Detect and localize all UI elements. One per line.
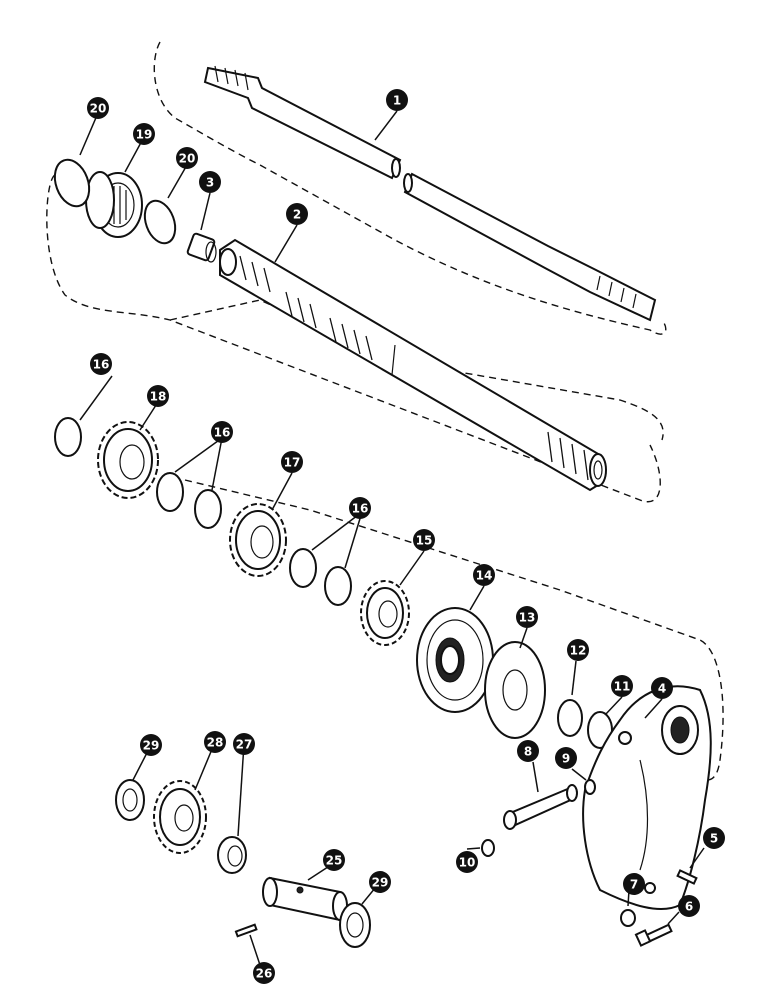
snap-ring-16-c (194, 489, 222, 529)
callout-number: 20 (90, 102, 107, 116)
callout-4: 4 (651, 677, 673, 699)
callout-number: 28 (207, 736, 224, 750)
callout-number: 7 (630, 878, 638, 892)
main-splined-shaft (219, 238, 607, 492)
callout-number: 16 (352, 502, 369, 516)
callout-8: 8 (517, 740, 539, 762)
callout-number: 18 (150, 390, 167, 404)
gear-group-outline (46, 174, 724, 781)
gear-28 (153, 780, 207, 854)
gear-17 (229, 503, 287, 577)
callout-number: 2 (293, 208, 301, 222)
needle-bearing (85, 171, 143, 238)
callout-number: 29 (143, 739, 160, 753)
callout-number: 17 (284, 456, 301, 470)
housing-cover (582, 685, 712, 911)
callout-1: 1 (386, 89, 408, 111)
callout-16: 16 (349, 497, 371, 519)
callout-7: 7 (623, 873, 645, 895)
pin-shaft (503, 784, 578, 830)
snap-ring-20-left (53, 158, 91, 208)
callout-2: 2 (286, 203, 308, 225)
callout-28: 28 (204, 731, 226, 753)
callout-number: 16 (214, 426, 231, 440)
roll-pin-5 (676, 869, 698, 885)
callout-3: 3 (199, 171, 221, 193)
gear-18 (97, 421, 159, 499)
callout-27: 27 (233, 733, 255, 755)
shaft-group-outline (153, 41, 667, 335)
callout-number: 14 (476, 569, 493, 583)
callout-number: 10 (459, 856, 476, 870)
callout-16: 16 (90, 353, 112, 375)
callout-29: 29 (369, 871, 391, 893)
callout-number: 3 (206, 176, 214, 190)
callout-number: 12 (570, 644, 587, 658)
callout-19: 19 (133, 123, 155, 145)
callout-14: 14 (473, 564, 495, 586)
callout-number: 11 (614, 680, 631, 694)
callout-number: 6 (685, 900, 693, 914)
callout-number: 16 (93, 358, 110, 372)
callout-6: 6 (678, 895, 700, 917)
snap-ring-12 (557, 699, 583, 737)
callout-number: 9 (562, 752, 570, 766)
callout-29: 29 (140, 734, 162, 756)
callout-number: 26 (256, 967, 273, 981)
output-shaft-upper (203, 65, 402, 180)
output-shaft-lower (403, 172, 657, 322)
callout-number: 20 (179, 152, 196, 166)
thrust-washer-29-lower (339, 902, 371, 948)
callout-number: 1 (393, 94, 401, 108)
snap-ring-16-e (324, 566, 352, 606)
callout-number: 8 (524, 745, 532, 759)
callout-25: 25 (323, 849, 345, 871)
callout-20: 20 (87, 97, 109, 119)
callout-number: 29 (372, 876, 389, 890)
callout-20: 20 (176, 147, 198, 169)
o-ring-10 (481, 839, 495, 857)
callout-number: 5 (710, 832, 718, 846)
callout-11: 11 (611, 675, 633, 697)
callout-5: 5 (703, 827, 725, 849)
o-ring-9 (584, 779, 596, 795)
callout-number: 25 (326, 854, 343, 868)
callout-15: 15 (413, 529, 435, 551)
callout-9: 9 (555, 747, 577, 769)
callout-12: 12 (567, 639, 589, 661)
thrust-washer-29-upper (115, 779, 145, 821)
callout-number: 19 (136, 128, 153, 142)
callout-number: 4 (658, 682, 666, 696)
snap-ring-16-d (289, 548, 317, 588)
callout-26: 26 (253, 962, 275, 984)
washer-7 (620, 909, 636, 927)
callout-10: 10 (456, 851, 478, 873)
thrust-washer (484, 641, 546, 739)
snap-ring-20-right (143, 199, 177, 245)
callout-number: 27 (236, 738, 253, 752)
idler-shaft-25 (262, 876, 348, 922)
bolt-6 (634, 923, 673, 947)
callout-17: 17 (281, 451, 303, 473)
callout-13: 13 (516, 606, 538, 628)
callout-18: 18 (147, 385, 169, 407)
snap-ring-16-b (156, 472, 184, 512)
snap-ring-16-a (54, 417, 82, 457)
needle-bearing-27 (217, 836, 247, 874)
callout-16: 16 (211, 421, 233, 443)
ball-bearing (416, 607, 494, 713)
gear-15 (360, 580, 410, 646)
callout-number: 13 (519, 611, 536, 625)
bushing (186, 232, 217, 263)
callout-number: 15 (416, 534, 433, 548)
roll-pin-26 (234, 923, 258, 938)
